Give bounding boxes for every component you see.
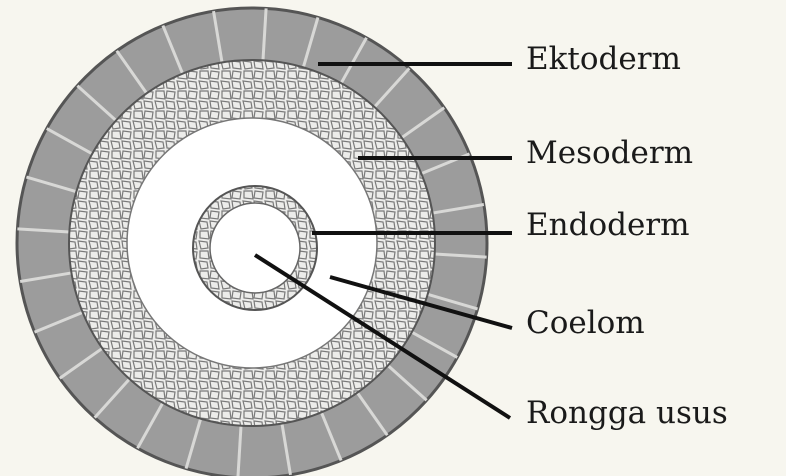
endoderm-label: Endoderm (526, 210, 690, 241)
mesoderm-label: Mesoderm (526, 138, 693, 169)
ektoderm-label: Ektoderm (526, 44, 681, 75)
gut-cavity (210, 203, 300, 293)
coelom-label: Coelom (526, 308, 645, 339)
rongga-usus-label: Rongga usus (526, 398, 728, 429)
